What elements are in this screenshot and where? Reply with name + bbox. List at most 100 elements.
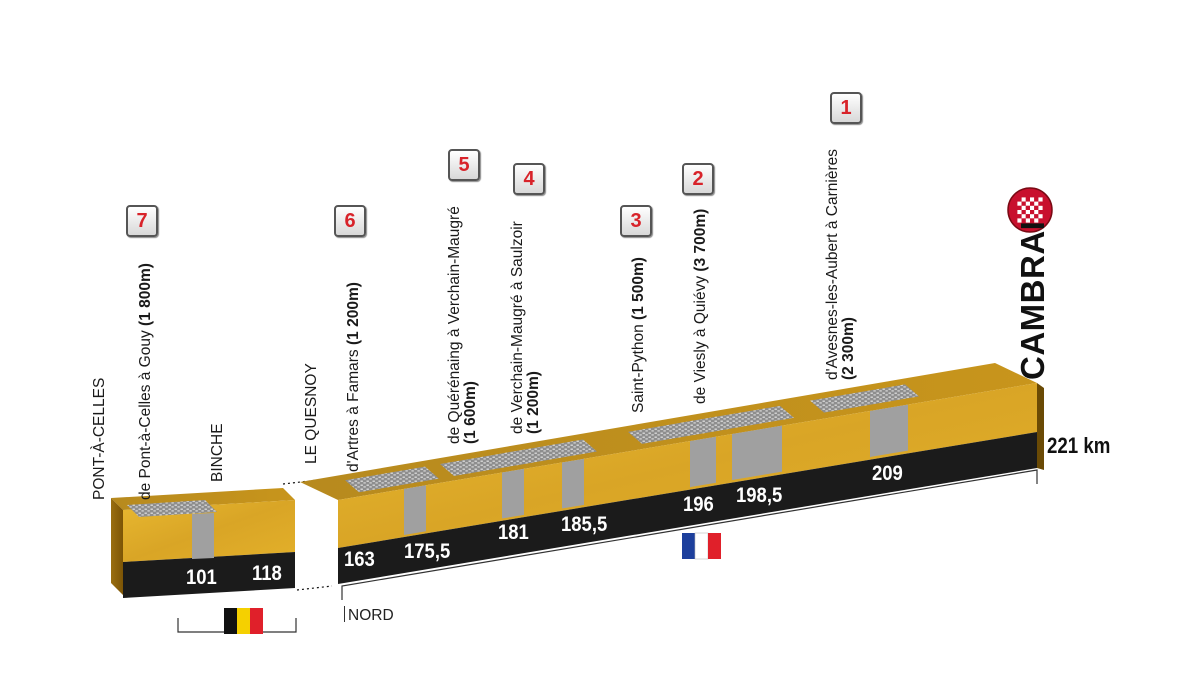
sector-badge-4: 4 [513, 163, 545, 195]
finish-check [1017, 214, 1022, 219]
finish-check [1038, 201, 1043, 206]
finish-check [1034, 197, 1039, 202]
finish-check [1025, 210, 1030, 215]
cobble-band-front [690, 436, 716, 488]
cobble-band-top [345, 466, 439, 493]
finish-check [1034, 201, 1039, 206]
sector-badge-3: 3 [620, 205, 652, 237]
flag-stripe [224, 608, 237, 634]
flag-stripe [237, 608, 250, 634]
sector-length: (1 200m) [345, 282, 362, 345]
km-marker: 209 [872, 462, 903, 485]
finish-check [1021, 210, 1026, 215]
place-le-quesnoy: LE QUESNOY [303, 363, 320, 464]
finish-check [1030, 214, 1035, 219]
segment-belgium-left-side [111, 498, 123, 595]
finish-check [1034, 214, 1039, 219]
sector-name: de Quérénaing à Verchain-Maugré [446, 206, 463, 444]
km-marker: 196 [683, 493, 714, 516]
finish-check [1030, 201, 1035, 206]
cobble-band-front [870, 404, 908, 457]
finish-check [1038, 214, 1043, 219]
total-distance: 221 km [1047, 433, 1111, 458]
place-binche: BINCHE [209, 423, 226, 482]
department-nord-label: NORD [348, 607, 394, 624]
km-marker: 118 [252, 562, 282, 585]
finish-check [1030, 218, 1035, 223]
sector-label-3: Saint-Python (1 500m) [630, 257, 647, 413]
sector-length: (1 600m) [462, 381, 479, 444]
segment-belgium [111, 488, 295, 598]
france-flag-icon [682, 532, 721, 560]
connector-bottom [296, 585, 333, 591]
cobble-band-top [680, 405, 794, 435]
finish-check [1017, 205, 1022, 210]
connector-top [282, 479, 319, 485]
cobble-band-front [502, 468, 524, 519]
sector-name: d'Artres à Famars [345, 349, 362, 472]
sector-badge-7: 7 [126, 205, 158, 237]
finish-check [1017, 218, 1022, 223]
cobble-band-front [732, 425, 782, 481]
km-marker: 198,5 [736, 484, 783, 507]
finish-check [1034, 210, 1039, 215]
sector-label-5: de Quérénaing à Verchain-Maugré(1 600m) [446, 206, 479, 444]
finish-check [1038, 210, 1043, 215]
km-marker: 185,5 [561, 513, 608, 536]
flag-stripe [250, 608, 263, 634]
finish-check [1017, 197, 1022, 202]
sector-badge-6: 6 [334, 205, 366, 237]
checkered-flag-icon [1007, 187, 1053, 233]
finish-check [1030, 205, 1035, 210]
cobble-bands [345, 384, 919, 535]
finish-town-name: CAMBRAI [1014, 220, 1051, 380]
sector-name: de Viesly à Quiévy [692, 275, 709, 404]
cobble-band-top [503, 439, 597, 466]
cobble-band-7-front [192, 513, 214, 559]
finish-check [1021, 197, 1026, 202]
sector-length: (1 200m) [525, 371, 542, 434]
sector-label-6: d'Artres à Famars (1 200m) [345, 282, 362, 472]
finish-check [1017, 201, 1022, 206]
km-marker: 181 [498, 521, 529, 544]
cobble-band-front [404, 485, 426, 535]
sector-name: d'Avesnes-les-Aubert à Carnières [824, 149, 841, 380]
segment-france-base [338, 432, 1037, 584]
sector-length: (3 700m) [692, 208, 709, 272]
flag-stripe [682, 533, 695, 559]
sector-badge-2: 2 [682, 163, 714, 195]
finish-check [1021, 218, 1026, 223]
sector-badge-1: 1 [830, 92, 862, 124]
sector-label-2: de Viesly à Quiévy (3 700m) [692, 208, 709, 404]
sector-label-1: d'Avesnes-les-Aubert à Carnières(2 300m) [824, 149, 857, 380]
flag-stripe [694, 532, 709, 560]
sector-label-4: de Verchain-Maugré à Saulzoir(1 200m) [509, 221, 542, 434]
bracket-france [341, 469, 1038, 600]
finish-check [1038, 218, 1043, 223]
finish-check [1030, 210, 1035, 215]
sector-name: de Verchain-Maugré à Saulzoir [509, 221, 526, 434]
finish-check [1021, 214, 1026, 219]
sector-name: de Pont-à-Celles à Gouy [137, 330, 154, 500]
cobble-band-7-top [127, 500, 217, 517]
flag-stripe [708, 533, 721, 559]
sector-length: (1 500m) [630, 257, 647, 320]
sector-label-7: de Pont-à-Celles à Gouy (1 800m) [137, 263, 154, 500]
sector-length: (1 800m) [137, 263, 154, 326]
finish-check [1034, 218, 1039, 223]
department-nord: NORD [344, 606, 394, 625]
cobble-band-top [810, 384, 919, 413]
finish-check [1034, 205, 1039, 210]
finish-check [1038, 205, 1043, 210]
finish-check [1017, 210, 1022, 215]
km-marker: 175,5 [404, 540, 451, 563]
sector-badge-5: 5 [448, 149, 480, 181]
km-marker: 163 [344, 548, 375, 571]
finish-check [1025, 205, 1030, 210]
finish-check [1021, 201, 1026, 206]
finish-check [1021, 205, 1026, 210]
sector-length: (2 300m) [840, 317, 857, 380]
cobble-band-front [562, 458, 584, 509]
finish-check [1025, 214, 1030, 219]
